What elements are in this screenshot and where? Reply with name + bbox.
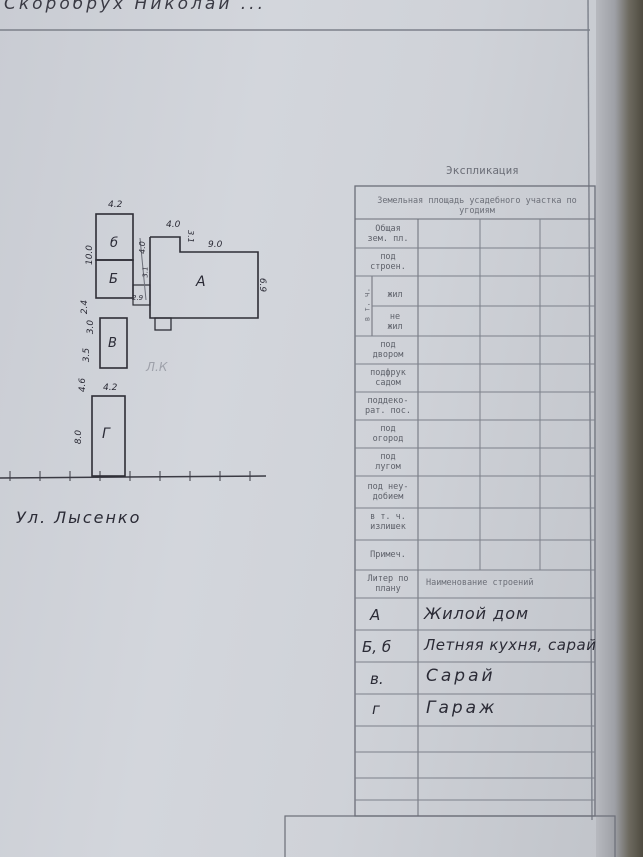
street-name: Ул. Лысенко xyxy=(16,508,142,527)
building-A-annex xyxy=(132,284,151,306)
paper-edge xyxy=(596,0,643,857)
right-border-line xyxy=(587,0,593,821)
building-letter-B: Б, б xyxy=(362,638,392,656)
building-A-letter: А xyxy=(196,274,206,290)
building-G-outline xyxy=(91,395,126,477)
bottom-box xyxy=(284,815,616,857)
street-line xyxy=(0,475,267,479)
plan-annotation: Л.К xyxy=(146,360,168,374)
row-label-surplus: в т. ч.излишек xyxy=(370,512,406,532)
building-A-dim-right: 6.9 xyxy=(257,277,268,293)
building-A-dim-small2: 2.9 xyxy=(132,294,144,302)
building-G-dim-gap: 4.6 xyxy=(78,377,89,393)
building-G-letter: Г xyxy=(102,426,110,442)
owner-header: Скоробрух Николаи ... xyxy=(4,0,266,14)
building-B-outline xyxy=(95,259,134,299)
building-G-dim-left: 8.0 xyxy=(74,429,85,445)
row-label-note: Примеч. xyxy=(370,550,406,560)
building-B-letter: Б xyxy=(109,272,118,287)
explication-title: Экспликация xyxy=(446,164,519,177)
street-ticks xyxy=(9,471,251,481)
building-V-dim-top: 3.0 xyxy=(86,319,97,335)
row-label-living: жил xyxy=(387,290,403,300)
buildings-row-lines xyxy=(355,597,595,801)
buildings-header-letter: Литер по плану xyxy=(367,574,409,594)
plan-hatch-line xyxy=(139,237,147,301)
explication-row-lines xyxy=(355,247,595,571)
building-letter-V: в. xyxy=(370,670,384,688)
building-V-outline xyxy=(99,317,128,369)
row-label-decorative: поддеко-рат. пос. xyxy=(364,396,412,416)
building-A-dim-top2: 9.0 xyxy=(208,240,223,250)
building-G-dim-top: 4.2 xyxy=(103,383,118,393)
building-letter-A: А xyxy=(370,606,381,624)
building-V-dim-left: 3.5 xyxy=(82,347,93,363)
building-A-dim-small: 3.1 xyxy=(185,230,195,243)
building-A-dim-left: 4.0 xyxy=(137,241,147,254)
building-name-A: Жилой дом xyxy=(424,604,530,623)
building-A-dim-small3: 3.1 xyxy=(141,266,150,278)
building-A-porch xyxy=(154,317,172,331)
row-label-wasteland: под неу-добием xyxy=(367,482,409,502)
building-b-small-dim-left: 10.0 xyxy=(85,244,96,266)
building-name-G: Гараж xyxy=(426,698,498,718)
building-A-dim-top: 4.0 xyxy=(166,220,181,230)
building-V-letter: В xyxy=(108,336,117,351)
building-b-small-dim-top: 4.2 xyxy=(108,200,123,210)
building-name-B: Летняя кухня, сарай xyxy=(424,636,597,654)
building-A-outline xyxy=(149,236,259,319)
building-letter-G: г xyxy=(372,700,380,718)
buildings-header-name: Наименование строений xyxy=(426,578,534,588)
land-area-header: Земельная площадь усадебного участка по … xyxy=(377,196,577,216)
building-B-dim-left: 2.4 xyxy=(80,299,91,315)
building-name-V: Сарай xyxy=(426,666,496,686)
building-b-small-letter: б xyxy=(110,236,119,251)
